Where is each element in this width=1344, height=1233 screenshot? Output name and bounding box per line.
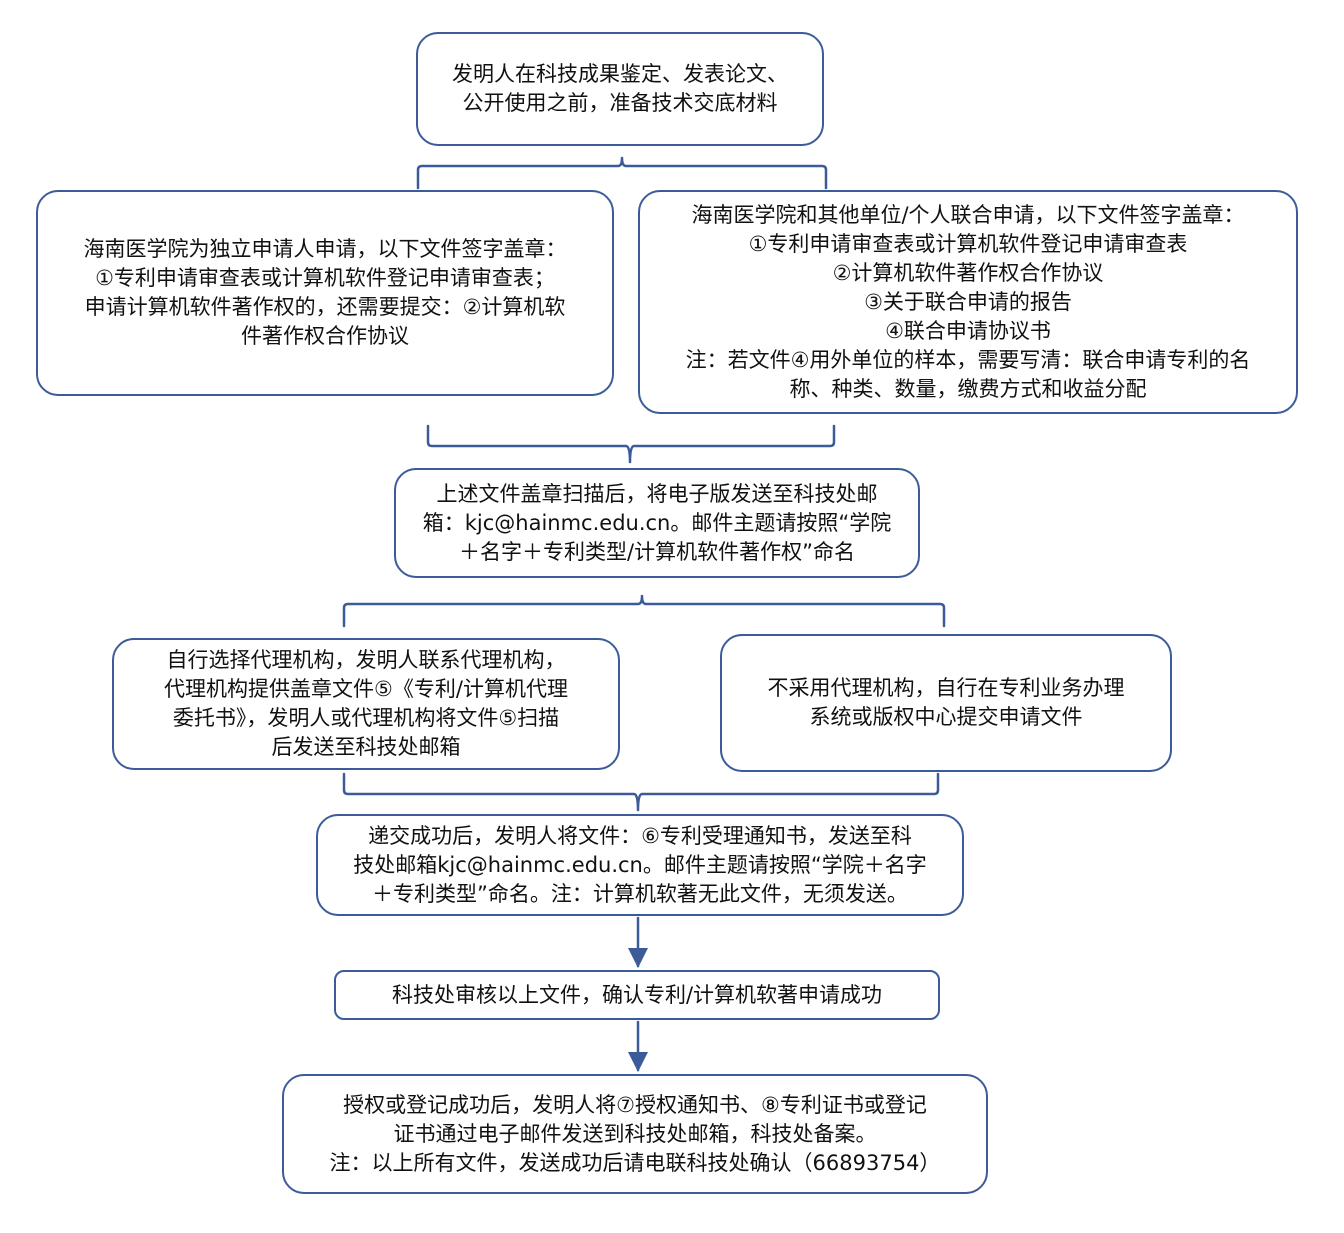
no-agent-option-text: 不采用代理机构，自行在专利业务办理系统或版权中心提交申请文件: [732, 674, 1160, 732]
node-text-line: ④联合申请协议书: [885, 318, 1051, 343]
node-text-line: 箱：kjc@hainmc.edu.cn。邮件主题请按照“学院: [422, 510, 892, 535]
granted-node: 授权或登记成功后，发明人将⑦授权通知书、⑧专利证书或登记证书通过电子邮件发送到科…: [282, 1074, 988, 1194]
agent-option-text: 自行选择代理机构，发明人联系代理机构， 代理机构提供盖章文件⑤《专利/计算机代理委…: [124, 646, 608, 762]
node-text-line: 后发送至科技处邮箱: [271, 735, 461, 759]
node-text-line: 委托书》，发明人或代理机构将文件⑤扫描: [172, 706, 560, 730]
scan-send-text: 上述文件盖章扫描后，将电子版发送至科技处邮箱：kjc@hainmc.edu.cn…: [406, 480, 908, 567]
node-text-line: 上述文件盖章扫描后，将电子版发送至科技处邮: [436, 481, 878, 506]
agent-option-node: 自行选择代理机构，发明人联系代理机构， 代理机构提供盖章文件⑤《专利/计算机代理委…: [112, 638, 620, 770]
node-text-line: 注：若文件④用外单位的样本，需要写清：联合申请专利的名: [685, 347, 1251, 372]
node-text-line: ①专利申请审查表或计算机软件登记申请审查表；: [95, 266, 555, 290]
scan-send-node: 上述文件盖章扫描后，将电子版发送至科技处邮箱：kjc@hainmc.edu.cn…: [394, 468, 920, 578]
node-text-line: 公开使用之前，准备技术交底材料: [462, 91, 778, 115]
brace-start-to-branches: [416, 156, 828, 190]
independent-applicant-text: 海南医学院为独立申请人申请，以下文件签字盖章： ①专利申请审查表或计算机软件登记申…: [48, 235, 602, 351]
granted-text: 授权或登记成功后，发明人将⑦授权通知书、⑧专利证书或登记证书通过电子邮件发送到科…: [294, 1091, 976, 1178]
review-text: 科技处审核以上文件，确认专利/计算机软著申请成功: [346, 981, 928, 1010]
node-text-line: 海南医学院为独立申请人申请，以下文件签字盖章：: [83, 237, 567, 261]
node-text-line: ③关于联合申请的报告: [864, 289, 1072, 314]
node-text-line: ②计算机软件著作权合作协议: [832, 260, 1104, 285]
submitted-text: 递交成功后，发明人将文件：⑥专利受理通知书，发送至科技处邮箱kjc@hainmc…: [328, 822, 952, 909]
no-agent-option-node: 不采用代理机构，自行在专利业务办理系统或版权中心提交申请文件: [720, 634, 1172, 772]
node-text-line: 技处邮箱kjc@hainmc.edu.cn。邮件主题请按照“学院＋名字: [353, 852, 927, 877]
brace-scan-to-options: [342, 594, 946, 628]
node-text-line: ①专利申请审查表或计算机软件登记申请审查表: [748, 231, 1188, 256]
node-text-line: 称、种类、数量，缴费方式和收益分配: [789, 376, 1147, 401]
node-text-line: 申请计算机软件著作权的，还需要提交：②计算机软: [84, 295, 566, 319]
independent-applicant-node: 海南医学院为独立申请人申请，以下文件签字盖章： ①专利申请审查表或计算机软件登记申…: [36, 190, 614, 396]
node-text-line: 件著作权合作协议: [241, 324, 409, 348]
joint-applicant-node: 海南医学院和其他单位/个人联合申请，以下文件签字盖章： ①专利申请审查表或计算机软…: [638, 190, 1298, 414]
node-text-line: 代理机构提供盖章文件⑤《专利/计算机代理: [164, 677, 568, 701]
node-text-line: 发明人在科技成果鉴定、发表论文、: [452, 62, 788, 86]
joint-applicant-text: 海南医学院和其他单位/个人联合申请，以下文件签字盖章： ①专利申请审查表或计算机软…: [646, 201, 1290, 404]
node-text-line: 注：以上所有文件，发送成功后请电联科技处确认（66893754）: [329, 1150, 941, 1175]
start-node-text: 发明人在科技成果鉴定、发表论文、公开使用之前，准备技术交底材料: [428, 60, 812, 118]
node-text-line: 不采用代理机构，自行在专利业务办理: [767, 676, 1125, 700]
node-text-line: 系统或版权中心提交申请文件: [809, 705, 1083, 729]
brace-options-to-submitted: [342, 772, 940, 812]
node-text-line: 递交成功后，发明人将文件：⑥专利受理通知书，发送至科: [368, 823, 912, 848]
node-text-line: ＋名字＋专利类型/计算机软件著作权”命名: [459, 539, 855, 564]
node-text-line: 证书通过电子邮件发送到科技处邮箱，科技处备案。: [393, 1121, 877, 1146]
start-node: 发明人在科技成果鉴定、发表论文、公开使用之前，准备技术交底材料: [416, 32, 824, 146]
node-text-line: 科技处审核以上文件，确认专利/计算机软著申请成功: [391, 982, 883, 1007]
node-text-line: 海南医学院和其他单位/个人联合申请，以下文件签字盖章：: [691, 202, 1245, 227]
brace-branches-to-scan: [426, 424, 836, 464]
node-text-line: ＋专利类型”命名。注：计算机软著无此文件，无须发送。: [372, 881, 908, 906]
node-text-line: 自行选择代理机构，发明人联系代理机构，: [166, 648, 566, 672]
review-node: 科技处审核以上文件，确认专利/计算机软著申请成功: [334, 970, 940, 1020]
node-text-line: 授权或登记成功后，发明人将⑦授权通知书、⑧专利证书或登记: [343, 1092, 927, 1117]
submitted-node: 递交成功后，发明人将文件：⑥专利受理通知书，发送至科技处邮箱kjc@hainmc…: [316, 814, 964, 916]
